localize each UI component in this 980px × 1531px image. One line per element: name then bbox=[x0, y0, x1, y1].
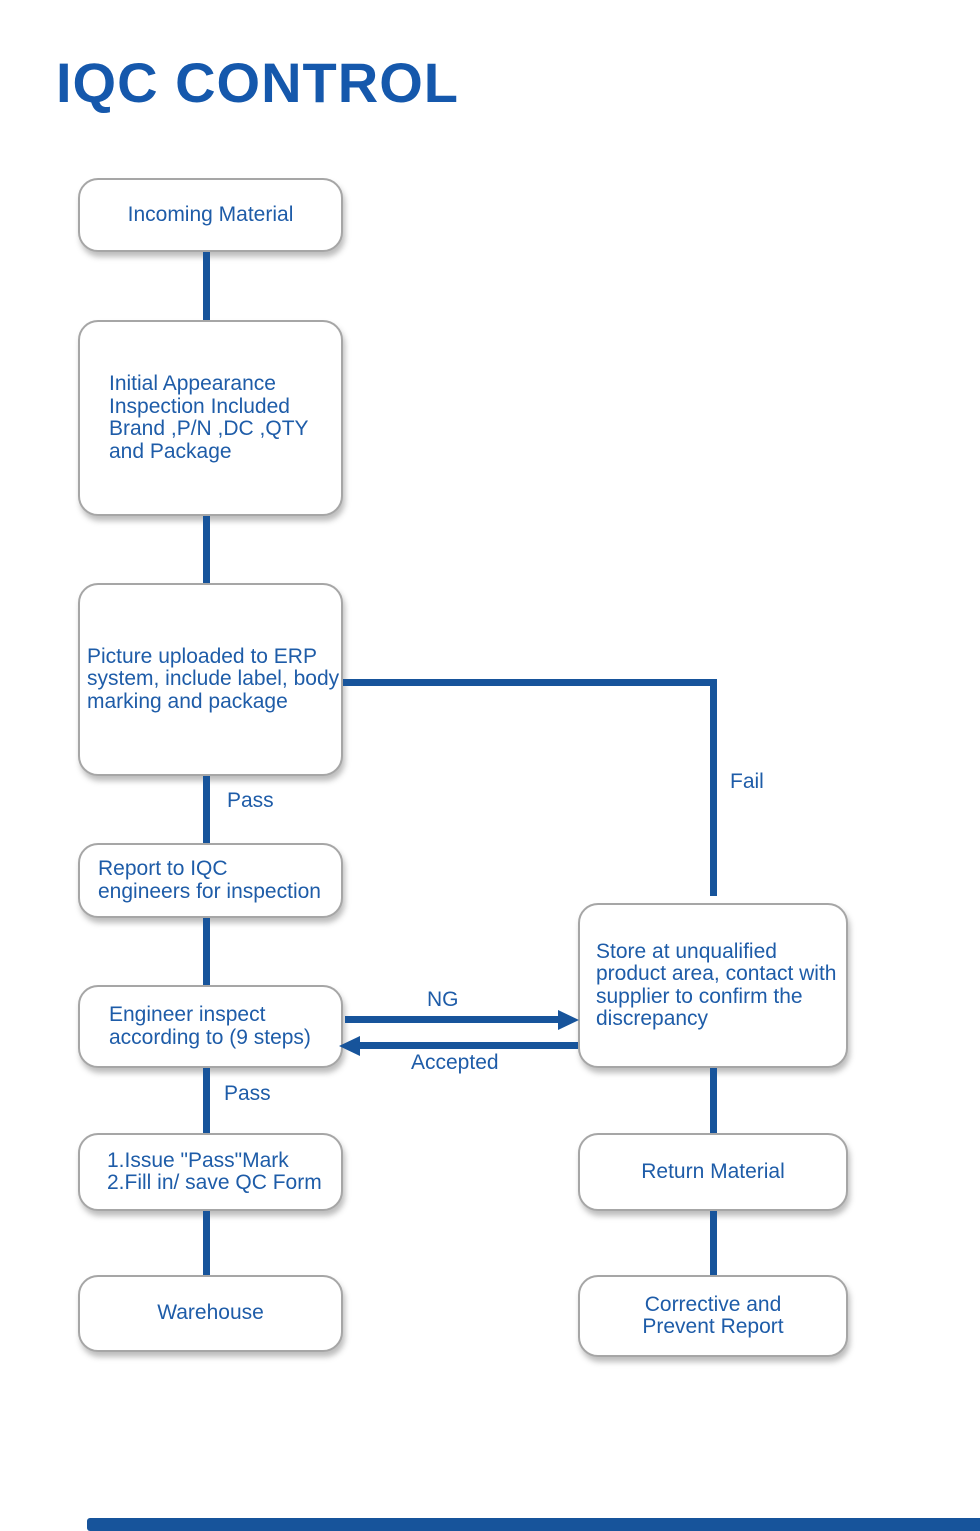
node-text-line: Initial Appearance bbox=[109, 372, 276, 395]
connector-fail-vertical bbox=[710, 679, 717, 896]
node-incoming-material: Incoming Material bbox=[78, 178, 343, 252]
node-text-line: according to (9 steps) bbox=[109, 1025, 311, 1049]
connector-initial-to-picture bbox=[203, 516, 210, 583]
connector-incoming-to-initial bbox=[203, 252, 210, 320]
node-initial-appearance-inspection: Initial Appearance Inspection Included B… bbox=[78, 320, 343, 516]
node-text-line: Report to IQC bbox=[98, 857, 228, 880]
connector-store-to-return bbox=[710, 1068, 717, 1133]
edge-label-ng: NG bbox=[427, 988, 459, 1011]
connector-ng-arrow-shaft bbox=[345, 1016, 559, 1023]
node-text-line: Corrective and bbox=[644, 1292, 782, 1316]
node-issue-pass-mark: 1.Issue "Pass"Mark 2.Fill in/ save QC Fo… bbox=[78, 1133, 343, 1211]
arrowhead-right-icon bbox=[558, 1010, 579, 1030]
page-title: IQC CONTROL bbox=[56, 51, 459, 114]
connector-engineer-to-issue bbox=[203, 1068, 210, 1133]
node-text-line: supplier to confirm the bbox=[596, 984, 803, 1008]
edge-label-fail: Fail bbox=[730, 770, 764, 793]
node-text-line: engineers for inspection bbox=[98, 879, 321, 903]
node-text: Return Material bbox=[641, 1159, 785, 1183]
node-text-line: Picture uploaded to ERP bbox=[87, 644, 317, 668]
node-text-line: Inspection Included bbox=[109, 394, 290, 418]
node-text-line: and Package bbox=[109, 439, 232, 463]
node-text-line: Engineer inspect bbox=[109, 1003, 266, 1026]
connector-accepted-arrow-shaft bbox=[360, 1042, 578, 1049]
node-text: Incoming Material bbox=[127, 202, 294, 226]
node-text-line: Prevent Report bbox=[642, 1315, 784, 1338]
node-text-line: discrepancy bbox=[596, 1007, 709, 1030]
edge-label-pass: Pass bbox=[224, 1082, 271, 1105]
node-text: Warehouse bbox=[157, 1301, 264, 1325]
node-text-line: product area, contact with bbox=[596, 962, 837, 985]
node-warehouse: Warehouse bbox=[78, 1275, 343, 1352]
bottom-bar bbox=[87, 1518, 980, 1531]
edge-label-pass: Pass bbox=[227, 789, 274, 812]
connector-picture-to-report bbox=[203, 776, 210, 843]
node-text-line: system, include label, body bbox=[87, 667, 340, 691]
node-return-material: Return Material bbox=[578, 1133, 848, 1211]
node-picture-uploaded-erp: Picture uploaded to ERP system, include … bbox=[78, 583, 343, 776]
connector-issue-to-warehouse bbox=[203, 1211, 210, 1275]
connector-return-to-corrective bbox=[710, 1211, 717, 1275]
node-text-line: 1.Issue "Pass"Mark bbox=[107, 1148, 289, 1172]
edge-label-accepted: Accepted bbox=[411, 1051, 499, 1074]
node-text-line: marking and package bbox=[87, 689, 288, 713]
node-text-line: Brand ,P/N ,DC ,QTY bbox=[109, 417, 309, 440]
node-text-line: Store at unqualified bbox=[596, 939, 777, 963]
connector-fail-horizontal bbox=[343, 679, 717, 686]
node-corrective-prevent-report: Corrective and Prevent Report bbox=[578, 1275, 848, 1357]
node-text-line: 2.Fill in/ save QC Form bbox=[107, 1171, 322, 1194]
node-store-unqualified-area: Store at unqualified product area, conta… bbox=[578, 903, 848, 1068]
node-report-to-iqc: Report to IQC engineers for inspection bbox=[78, 843, 343, 918]
connector-report-to-engineer bbox=[203, 918, 210, 985]
arrowhead-left-icon bbox=[339, 1036, 360, 1056]
node-engineer-inspect: Engineer inspect according to (9 steps) bbox=[78, 985, 343, 1068]
